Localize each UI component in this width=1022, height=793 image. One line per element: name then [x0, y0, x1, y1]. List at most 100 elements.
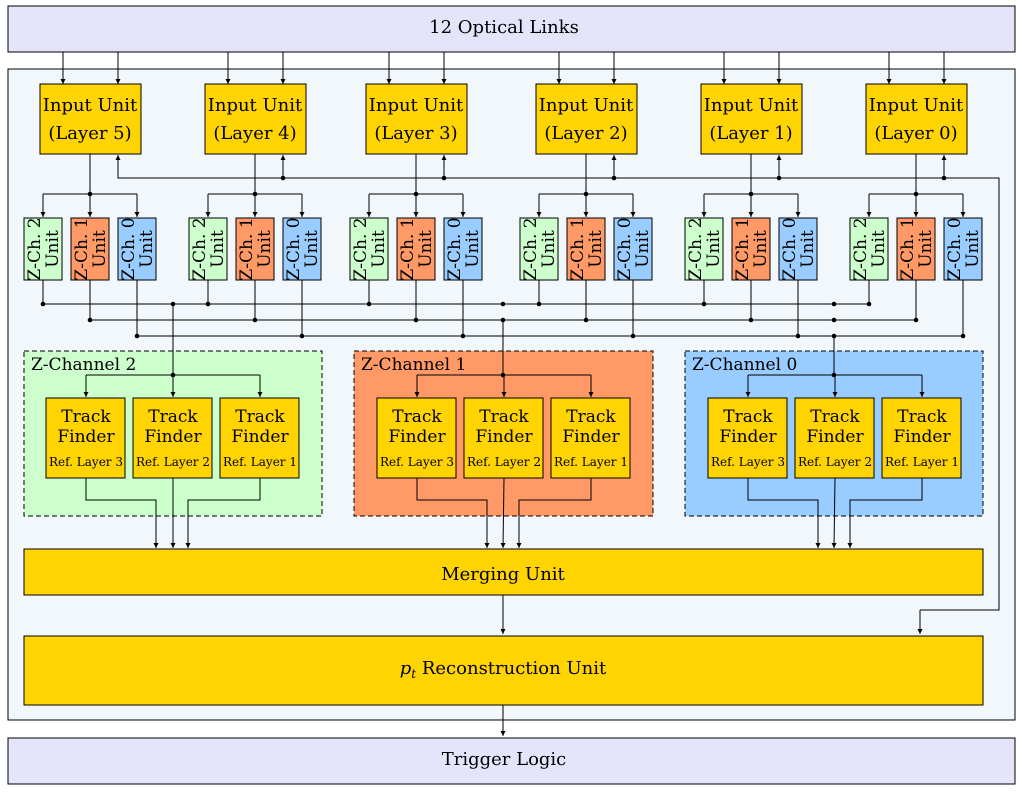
tf-output-arrow: [747, 478, 821, 548]
track-finder-line2: Finder: [475, 427, 533, 447]
track-finder-ref-layer: Ref. Layer 1: [885, 455, 959, 469]
input-unit-layer: (Layer 4): [213, 123, 296, 144]
junction-dot: [913, 191, 919, 197]
junction-dot: [252, 317, 258, 323]
track-finder-box: [794, 397, 875, 479]
junction-dot: [205, 301, 211, 307]
input-unit-box: [700, 83, 803, 155]
input-unit-box: [39, 83, 142, 155]
track-finder-line2: Finder: [562, 427, 620, 447]
junction-dot: [413, 191, 419, 197]
track-finder-ref-layer: Ref. Layer 1: [223, 455, 297, 469]
track-finder-line2: Finder: [806, 427, 864, 447]
input-unit-title: Input Unit: [208, 95, 303, 116]
group-zchannel-1-label: Z-Channel 1: [361, 355, 466, 375]
junction-dot: [776, 175, 782, 181]
pt-reconstruction-label: pt Reconstruction Unit: [400, 658, 607, 681]
zch-unit-label-line1: Z-Ch. 0: [284, 217, 304, 280]
junction-dot: [630, 333, 636, 339]
input-unit-layer: (Layer 3): [374, 123, 457, 144]
track-finder-line1: Track: [897, 407, 947, 427]
group-zchannel-0-label: Z-Channel 0: [692, 355, 797, 375]
junction-dot: [460, 333, 466, 339]
junction-dot: [87, 317, 93, 323]
tf-output-arrow: [185, 478, 261, 548]
input-unit-layer: (Layer 5): [48, 123, 131, 144]
zch-unit-label-line1: Z-Ch. 1: [733, 217, 753, 280]
zch-unit-box: [943, 217, 983, 281]
input-unit-title: Input Unit: [369, 95, 464, 116]
input-unit-layer: (Layer 0): [874, 123, 957, 144]
input-unit-title: Input Unit: [539, 95, 634, 116]
input-unit-box: [535, 83, 638, 155]
track-finder-ref-layer: Ref. Layer 3: [380, 455, 454, 469]
junction-dot: [831, 333, 837, 339]
track-finder-box: [707, 397, 788, 479]
junction-dot: [40, 301, 46, 307]
zch-unit-label-line2: Unit: [208, 230, 228, 268]
zch-unit-label-line2: Unit: [798, 230, 818, 268]
track-finder-box: [132, 397, 213, 479]
tf-output-arrow: [85, 478, 159, 548]
zch-unit-label-line2: Unit: [416, 230, 436, 268]
track-finder-ref-layer: Ref. Layer 2: [467, 455, 541, 469]
track-finder-line1: Track: [810, 407, 860, 427]
zch-unit-label-line1: Z-Ch. 0: [945, 217, 965, 280]
optical-links-label: 12 Optical Links: [429, 17, 579, 38]
track-finder-line2: Finder: [388, 427, 446, 447]
zch-unit-box: [235, 217, 275, 281]
zch-unit-box: [519, 217, 559, 281]
track-finder-line1: Track: [392, 407, 442, 427]
zch-unit-box: [896, 217, 936, 281]
zch-unit-box: [396, 217, 436, 281]
track-finder-ref-layer: Ref. Layer 2: [798, 455, 872, 469]
junction-dot: [299, 333, 305, 339]
zch-unit-label-line1: Z-Ch. 1: [237, 217, 257, 280]
junction-dot: [170, 372, 176, 378]
tf-output-arrow: [416, 478, 490, 548]
zch-unit-box: [731, 217, 771, 281]
junction-dot: [913, 317, 919, 323]
junction-dot: [500, 301, 506, 307]
track-finder-line1: Track: [479, 407, 529, 427]
track-finder-box: [45, 397, 126, 479]
zch-unit-label-line1: Z-Ch. 0: [615, 217, 635, 280]
junction-dot: [866, 301, 872, 307]
zch-unit-label-line2: Unit: [916, 230, 936, 268]
zch-unit-box: [349, 217, 389, 281]
track-finder-line1: Track: [566, 407, 616, 427]
zch-unit-box: [443, 217, 483, 281]
zch-unit-label-line2: Unit: [302, 230, 322, 268]
zch-unit-label-line1: Z-Ch. 0: [445, 217, 465, 280]
track-finder-line2: Finder: [57, 427, 115, 447]
zch-unit-box: [613, 217, 653, 281]
junction-dot: [366, 301, 372, 307]
zch-unit-label-line1: Z-Ch. 2: [190, 217, 210, 280]
track-finder-ref-layer: Ref. Layer 3: [49, 455, 123, 469]
zch-unit-label-line1: Z-Ch. 1: [398, 217, 418, 280]
junction-dot: [500, 372, 506, 378]
junction-dot: [536, 301, 542, 307]
junction-dot: [87, 191, 93, 197]
track-finder-ref-layer: Ref. Layer 2: [136, 455, 210, 469]
zch-unit-label-line2: Unit: [633, 230, 653, 268]
zch-unit-label-line2: Unit: [869, 230, 889, 268]
zch-unit-label-line2: Unit: [90, 230, 110, 268]
junction-dot: [170, 301, 176, 307]
track-finder-ref-layer: Ref. Layer 1: [554, 455, 628, 469]
junction-dot: [795, 333, 801, 339]
junction-dot: [134, 333, 140, 339]
zch-unit-label-line1: Z-Ch. 2: [686, 217, 706, 280]
input-unit-box: [865, 83, 968, 155]
input-unit-layer: (Layer 2): [544, 123, 627, 144]
